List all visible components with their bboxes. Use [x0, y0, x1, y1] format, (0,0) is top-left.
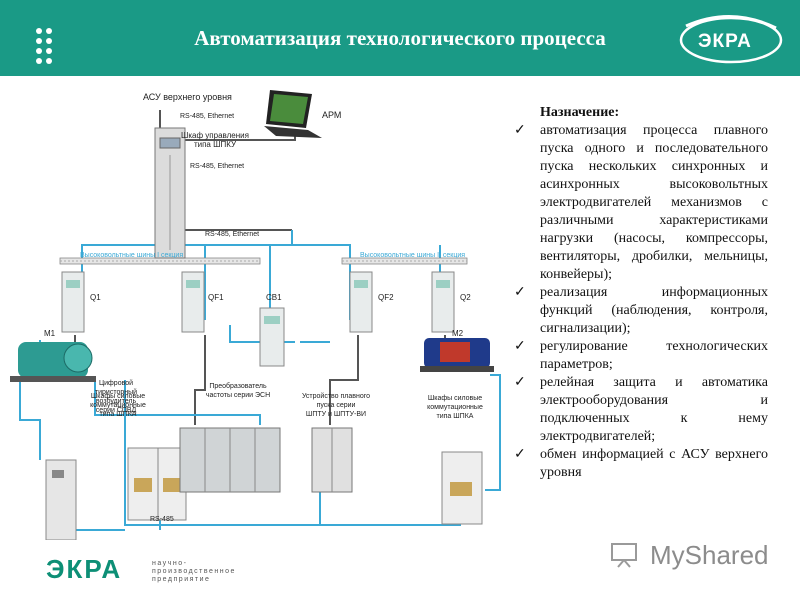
page-title: Автоматизация технологического процесса — [194, 26, 606, 50]
label-asu: АСУ верхнего уровня — [143, 92, 232, 102]
ekra-logo-header: ЭКРА — [676, 8, 786, 68]
list-item: ✓ обмен информацией с АСУ верхнего уровня — [512, 446, 768, 482]
label-rs-mid: RS-485, Ethernet — [190, 163, 244, 170]
label-rs-bottom: RS-485 — [150, 516, 174, 523]
shpku-cabinet — [154, 127, 186, 259]
label-shpka-right: Шкафы силовые коммутационные типа ШПКА — [427, 395, 483, 420]
label-shpka-right-line: типа ШПКА — [437, 413, 474, 420]
label-shpka-right-line: Шкафы силовые — [428, 395, 482, 402]
label-shpka-left-line: Шкафы силовые — [91, 393, 145, 400]
label-esn-line: частоты серии ЭСН — [206, 392, 270, 399]
cell-q1 — [61, 271, 85, 333]
list-item: ✓ релейная защита и автоматика электрообо… — [512, 374, 768, 446]
list-item: ✓ регулирование технологических параметро… — [512, 338, 768, 374]
cell-qf1 — [181, 271, 205, 333]
label-q2: Q2 — [460, 293, 471, 302]
list-item: ✓ автоматизация процесса плавного пуска о… — [512, 122, 768, 284]
label-shpku-line: типа ШПКУ — [194, 140, 237, 149]
label-shpka-left-line: типа ШПКА — [100, 411, 137, 418]
shptu-cabinets — [311, 427, 353, 493]
header-bar — [0, 0, 800, 76]
label-q1: Q1 — [90, 293, 101, 302]
cell-qf2 — [349, 271, 373, 333]
label-rs-top: RS-485, Ethernet — [180, 113, 234, 120]
presentation-icon — [611, 543, 637, 568]
label-esn: Преобразователь частоты серии ЭСН — [206, 382, 270, 399]
label-cb1: CB1 — [266, 293, 282, 302]
shpka-left-cabinets — [127, 447, 187, 521]
label-shpka-left: Шкафы силовые коммутационные типа ШПКА — [90, 393, 146, 418]
label-spvd-line: тиристорный — [95, 388, 137, 396]
list-item-text: релейная защита и автоматика электрообор… — [540, 375, 768, 444]
menu-dots-icon — [36, 28, 60, 68]
checkmark-icon: ✓ — [514, 375, 526, 390]
description-panel: Назначение: ✓ автоматизация процесса плав… — [512, 104, 768, 482]
label-shptu-line: Устройство плавного — [302, 392, 370, 400]
label-shpka-left-line: коммутационные — [90, 402, 146, 409]
arm-laptop-icon — [264, 90, 322, 138]
process-diagram: АСУ верхнего уровня RS-485, Ethernet АРМ… — [10, 90, 501, 540]
label-m1: M1 — [44, 329, 56, 338]
list-item-text: регулирование технологических параметров… — [540, 339, 768, 372]
label-shptu-line: пуска серии — [317, 402, 356, 409]
motor-m1-icon — [10, 342, 96, 382]
description-list: ✓ автоматизация процесса плавного пуска о… — [512, 122, 768, 482]
cell-q2 — [431, 271, 455, 333]
spvd-cabinet — [45, 459, 77, 540]
list-item: ✓ реализация информационных функций (набл… — [512, 284, 768, 338]
label-spvd-line: возбудитель — [96, 397, 137, 405]
description-title: Назначение: — [540, 105, 620, 120]
ekra-swoosh-icon — [679, 15, 783, 64]
list-item-text: автоматизация процесса плавного пуска од… — [540, 123, 768, 282]
label-shpku-line: Шкаф управления — [181, 131, 249, 140]
label-rs-bus: RS-485, Ethernet — [205, 231, 259, 238]
list-item-text: реализация информационных функций (наблю… — [540, 285, 768, 336]
myshared-watermark: MyShared — [610, 540, 770, 570]
ekra-logo-footer: ЭКРА — [46, 554, 123, 584]
cell-cb1 — [259, 307, 285, 367]
motor-m2-icon — [420, 338, 494, 372]
shpka-right-cabinet — [441, 451, 483, 525]
checkmark-icon: ✓ — [514, 123, 526, 138]
busbar-section-2 — [341, 257, 468, 265]
label-arm: АРМ — [322, 110, 341, 120]
esn-cabinets — [179, 427, 281, 493]
label-spvd-line: серии СПВД — [96, 407, 137, 414]
checkmark-icon: ✓ — [514, 447, 526, 462]
ekra-logo-text: ЭКРА — [698, 31, 752, 52]
label-bus2: Высоковольтные шины II секция — [360, 252, 465, 259]
label-qf1: QF1 — [208, 293, 224, 302]
checkmark-icon: ✓ — [514, 339, 526, 354]
label-spvd-line: Цифровой — [99, 379, 133, 387]
label-esn-line: Преобразователь — [209, 382, 267, 390]
label-shptu-line: ШПТУ и ШПТУ-ВИ — [306, 411, 366, 418]
label-m2: M2 — [452, 329, 464, 338]
label-qf2: QF2 — [378, 293, 394, 302]
checkmark-icon: ✓ — [514, 285, 526, 300]
list-item-text: обмен информацией с АСУ верхнего уровня — [540, 447, 768, 480]
myshared-text: MyShared — [650, 540, 769, 570]
label-shpka-right-line: коммутационные — [427, 404, 483, 411]
label-bus1: Высоковольтные шины I секция — [80, 252, 183, 259]
